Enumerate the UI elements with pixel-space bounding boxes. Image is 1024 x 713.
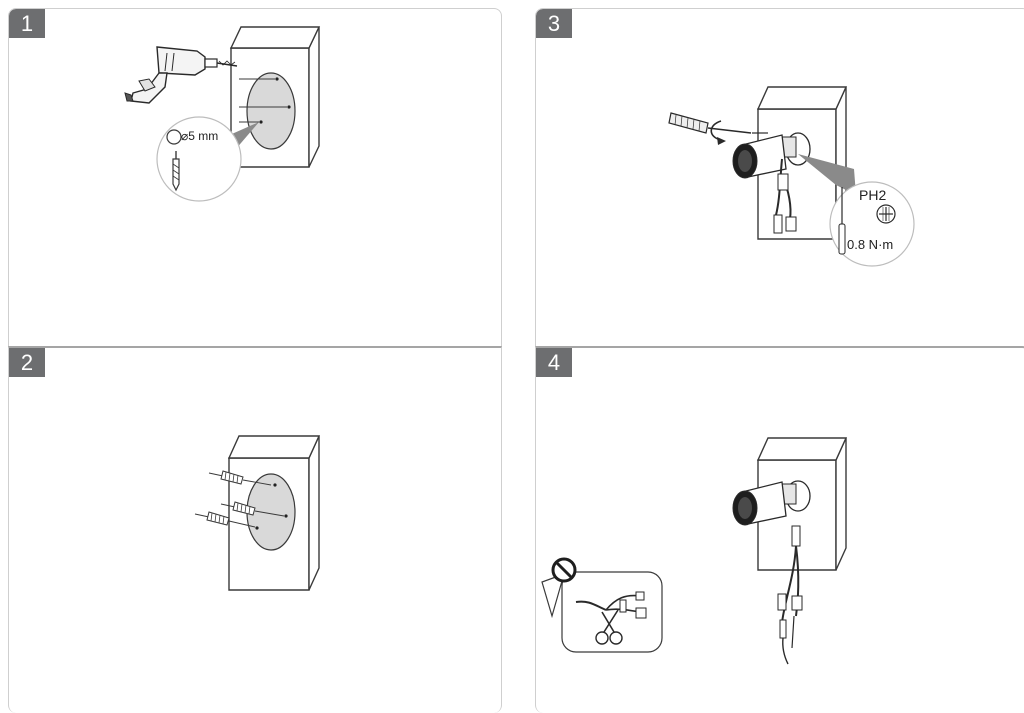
- step-4-panel: 4: [535, 346, 1024, 713]
- prohibited-icon: [553, 559, 575, 581]
- drill-size-label: ⌀5 mm: [181, 129, 218, 143]
- step-2-panel: 2: [8, 346, 502, 713]
- wall-plate-icon: [231, 27, 319, 167]
- drill-icon: [125, 47, 237, 103]
- bit-type-label: PH2: [859, 187, 886, 203]
- step-3-panel: 3: [535, 8, 1024, 346]
- step-3-illustration: [536, 9, 1024, 346]
- step-1-panel: 1: [8, 8, 502, 346]
- torque-label: 0.8 N·m: [847, 237, 893, 252]
- step-2-illustration: [9, 348, 502, 713]
- phillips-head-icon: [877, 205, 895, 223]
- step-1-illustration: [9, 9, 502, 346]
- step-4-illustration: [536, 348, 1024, 713]
- camera-icon: [733, 481, 810, 664]
- screwdriver-icon: [669, 113, 768, 145]
